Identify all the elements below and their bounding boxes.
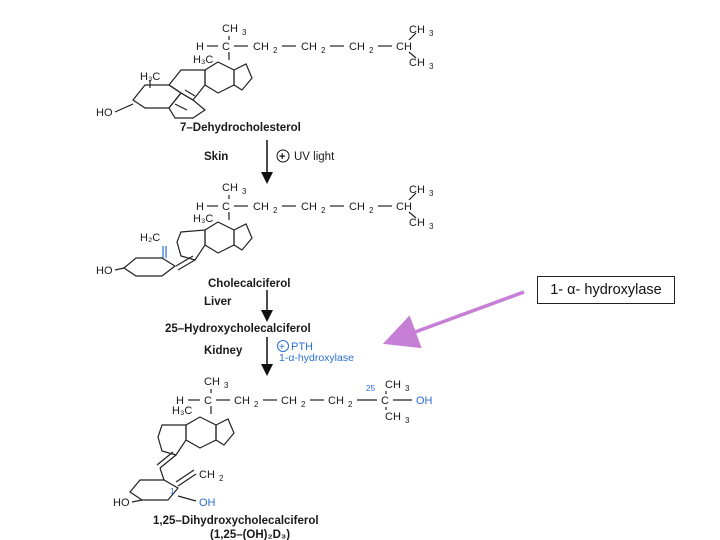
label-25-hydroxycholecalciferol: 25–Hydroxycholecalciferol (165, 323, 311, 335)
sub-2: 2 (219, 474, 224, 483)
atom-ho: HO (96, 107, 113, 119)
sub-3: 3 (429, 29, 434, 38)
label-cholecalciferol: Cholecalciferol (208, 278, 290, 290)
atom-h3c: H₃C (193, 54, 213, 66)
sub-3: 3 (224, 381, 229, 390)
atom-h: H (196, 41, 204, 53)
label-liver: Liver (204, 296, 232, 308)
atom-h: H (196, 201, 204, 213)
plus-icon (276, 149, 290, 163)
atom-ch3: CH (409, 217, 425, 229)
structure-cholecalciferol: CH 3 H C CH 2 CH 2 CH 2 CH CH 3 CH 3 H₃C… (96, 182, 434, 277)
sub-2: 2 (348, 400, 353, 409)
atom-ch2-a: CH (253, 41, 269, 53)
sub-2: 2 (369, 206, 374, 215)
atom-ch2-a: CH (234, 395, 250, 407)
sub-3: 3 (429, 222, 434, 231)
atom-ch3: CH (409, 24, 425, 36)
atom-ch2-b: CH (301, 201, 317, 213)
atom-h2c: H₂C (140, 232, 160, 244)
sub-2: 2 (273, 46, 278, 55)
structure-1-25-dihydroxycholecalciferol: CH 3 H C CH 2 CH 2 CH 2 25 C CH 3 CH 3 O… (113, 376, 433, 509)
atom-ho: HO (113, 497, 130, 509)
callout-text: 1- α- hydroxylase (550, 282, 662, 298)
plus-sign: + (279, 151, 285, 163)
callout-box: 1- α- hydroxylase (537, 276, 675, 304)
atom-ch2-b: CH (301, 41, 317, 53)
sub-2: 2 (273, 206, 278, 215)
atom-ch3: CH (385, 411, 401, 423)
atom-ch2-c: CH (328, 395, 344, 407)
position-25-label: 25 (366, 384, 375, 393)
sub-2: 2 (369, 46, 374, 55)
sub-2: 2 (321, 46, 326, 55)
label-skin: Skin (204, 151, 228, 163)
label-7-dehydrocholesterol: 7–Dehydrocholesterol (180, 122, 301, 134)
atom-h3c: H₃C (140, 71, 160, 83)
atom-ch2-a: CH (253, 201, 269, 213)
sub-3: 3 (429, 189, 434, 198)
atom-ch3: CH (385, 379, 401, 391)
atom-ch3: CH (409, 184, 425, 196)
sub-3: 3 (405, 384, 410, 393)
atom-oh-25: OH (416, 395, 433, 407)
label-1-25-dihydroxycholecalciferol: 1,25–Dihydroxycholecalciferol (153, 515, 319, 527)
structure-7-dehydrocholesterol: CH 3 H C CH 2 CH 2 CH 2 CH CH 3 CH 3 H₃C… (96, 23, 434, 119)
label-uv-light: UV light (294, 151, 335, 163)
atom-ch2-c: CH (349, 201, 365, 213)
atom-ch3: CH (204, 376, 220, 388)
atom-ho: HO (96, 265, 113, 277)
label-formula: (1,25–(OH)₂D₃) (210, 529, 290, 540)
atom-c: C (381, 395, 389, 407)
label-kidney: Kidney (204, 345, 243, 357)
plus-icon (277, 340, 289, 352)
atom-ch2-c: CH (349, 41, 365, 53)
sub-2: 2 (321, 206, 326, 215)
sub-3: 3 (242, 187, 247, 196)
sub-3: 3 (429, 62, 434, 71)
atom-ch3-top: CH (222, 23, 238, 35)
sub-2: 2 (301, 400, 306, 409)
atom-c: C (204, 395, 212, 407)
atom-h: H (176, 395, 184, 407)
atom-c: C (222, 201, 230, 213)
callout-arrow (382, 290, 525, 349)
atom-oh-1: OH (199, 497, 216, 509)
atom-ch2-b: CH (281, 395, 297, 407)
plus-sign: + (279, 342, 285, 353)
label-1-alpha-hydroxylase: 1-α-hydroxylase (279, 352, 354, 364)
atom-ch3: CH (222, 182, 238, 194)
sub-2: 2 (254, 400, 259, 409)
atom-ch2-exo: CH (199, 469, 215, 481)
label-pth: PTH (291, 341, 313, 353)
sub-3: 3 (405, 416, 410, 425)
atom-ch: CH (396, 201, 412, 213)
atom-ch: CH (396, 41, 412, 53)
atom-h3c: H₃C (193, 213, 213, 225)
atom-ch3: CH (409, 57, 425, 69)
sub-3: 3 (242, 28, 247, 37)
position-1-label: 1 (170, 487, 175, 496)
atom-c: C (222, 41, 230, 53)
atom-h3c: H₃C (172, 405, 192, 417)
